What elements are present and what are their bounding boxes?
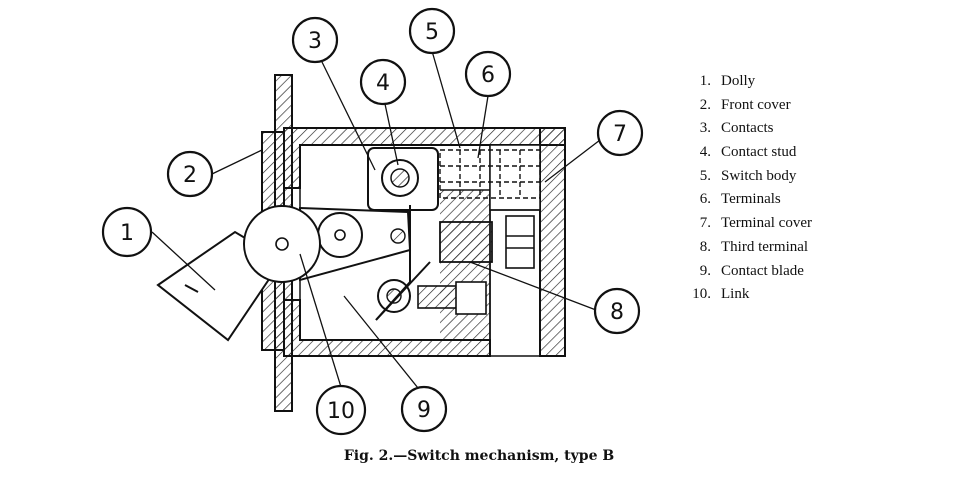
- contact-blade: [375, 205, 431, 321]
- legend-item: 8. Third terminal: [683, 236, 812, 260]
- svg-text:5: 5: [425, 20, 439, 45]
- legend-number: 7.: [699, 215, 711, 232]
- parts-legend: 1. Dolly 2. Front cover 3. Contacts 4. Conta…: [683, 70, 812, 307]
- legend-number: 6.: [699, 191, 711, 208]
- legend-label: Switch body: [721, 167, 797, 184]
- terminals: [439, 149, 541, 199]
- svg-text:6: 6: [481, 63, 495, 88]
- svg-text:4: 4: [376, 71, 390, 96]
- callout-4: 4: [359, 58, 407, 106]
- callout-2: 2: [166, 150, 214, 198]
- svg-text:8: 8: [610, 300, 624, 325]
- legend-item: 4. Contact stud: [683, 141, 812, 165]
- legend-label: Terminal cover: [721, 215, 812, 232]
- legend-number: 3.: [699, 120, 711, 137]
- callout-10: 10: [315, 384, 367, 436]
- callout-7: 7: [596, 109, 644, 157]
- legend-label: Contact stud: [721, 144, 797, 161]
- svg-text:10: 10: [327, 399, 355, 424]
- callout-8: 8: [593, 287, 641, 335]
- leader-lines: [151, 50, 601, 389]
- legend-number: 9.: [699, 262, 711, 279]
- svg-text:9: 9: [417, 398, 431, 423]
- dolly: [156, 205, 321, 342]
- svg-text:1: 1: [120, 221, 134, 246]
- svg-text:3: 3: [308, 29, 322, 54]
- third-terminal: [439, 215, 535, 269]
- legend-label: Terminals: [721, 191, 781, 208]
- legend-item: 10. Link: [683, 283, 812, 307]
- svg-text:7: 7: [613, 122, 627, 147]
- legend-label: Contact blade: [721, 262, 804, 279]
- legend-label: Dolly: [721, 73, 756, 89]
- legend-item: 6. Terminals: [683, 188, 812, 212]
- callout-6: 6: [464, 50, 512, 98]
- terminal-cover: [489, 127, 566, 357]
- legend-item: 9. Contact blade: [683, 260, 812, 284]
- legend-item: 2. Front cover: [683, 94, 812, 118]
- svg-text:2: 2: [183, 163, 197, 188]
- legend-item: 7. Terminal cover: [683, 212, 812, 236]
- switch-mechanism-diagram: 1 2 3 4 5 6 7 8 9 10: [101, 7, 644, 436]
- legend-label: Third terminal: [721, 238, 809, 255]
- callout-5: 5: [408, 7, 456, 55]
- legend-number: 8.: [699, 238, 711, 255]
- figure-caption: Fig. 2.—Switch mechanism, type B: [343, 448, 615, 464]
- callout-9: 9: [400, 385, 448, 433]
- legend-item: 1. Dolly: [683, 70, 812, 94]
- legend-item: 3. Contacts: [683, 117, 812, 141]
- legend-label: Link: [721, 286, 750, 303]
- callout-1: 1: [101, 206, 153, 258]
- legend-number: 10.: [692, 286, 711, 303]
- legend-number: 4.: [699, 144, 711, 161]
- legend-number: 5.: [699, 167, 711, 184]
- legend-item: 5. Switch body: [683, 165, 812, 189]
- contacts: [367, 147, 439, 211]
- legend-number: 2.: [699, 96, 711, 113]
- legend-label: Front cover: [721, 96, 791, 113]
- callout-3: 3: [291, 16, 339, 64]
- lower-screw: [377, 279, 487, 315]
- legend-number: 1.: [699, 73, 711, 89]
- legend-label: Contacts: [721, 120, 774, 137]
